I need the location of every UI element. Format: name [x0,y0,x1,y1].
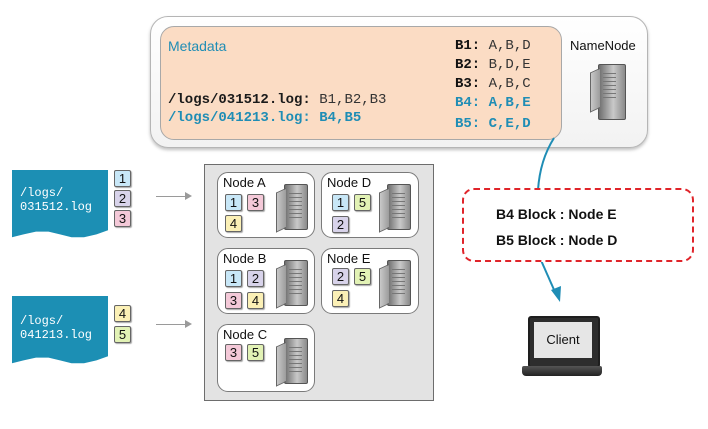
block-badge: 2 [332,268,349,285]
file-path: /logs/031512.log: [168,92,311,108]
file-blocks: B4,B5 [319,110,362,126]
namenode-response [462,188,694,262]
block-badge: 1 [225,194,242,211]
datanode-name: Node E [327,251,371,266]
block-badge: 4 [225,215,242,232]
server-icon [284,260,308,306]
laptop-base [522,366,602,376]
namenode-label: NameNode [570,38,636,53]
block-nodes: A,B,D [488,38,531,54]
arrow-head-icon [185,320,192,328]
block-id: B2: [455,57,481,73]
response-line: B4 Block : Node E [496,206,617,222]
metadata-title: Metadata [168,38,227,54]
block-nodes: A,B,E [488,95,531,111]
namenode-server-icon [598,64,626,120]
metadata-file-entry: /logs/041213.log: B4,B5 [168,110,361,126]
block-badge: 5 [114,326,131,343]
block-badge: 5 [354,194,371,211]
block-badge: 3 [225,344,242,361]
block-badge: 2 [247,270,264,287]
arrow-line [156,196,186,197]
block-badge: 1 [114,170,131,187]
namenode-response-line [537,137,555,191]
datanode-name: Node B [223,251,267,266]
arrow-line [156,324,186,325]
client-label: Client [534,322,592,358]
block-map-row: B4: A,B,E [455,95,531,111]
block-id: B5: [455,116,481,132]
block-nodes: B,D,E [488,57,531,73]
file-label: /logs/ 041213.log [20,314,93,342]
metadata-panel [160,26,562,140]
block-badge: 3 [247,194,264,211]
block-map-row: B1: A,B,D [455,38,531,54]
block-id: B3: [455,76,481,92]
datanode-name: Node A [223,175,266,190]
server-icon [387,184,411,230]
block-badge: 4 [114,305,131,322]
block-badge: 3 [225,292,242,309]
block-id: B4: [455,95,481,111]
block-id: B1: [455,38,481,54]
block-map-row: B2: B,D,E [455,57,531,73]
block-badge: 4 [247,292,264,309]
server-icon [387,260,411,306]
server-icon [284,184,308,230]
block-badge: 4 [332,290,349,307]
block-nodes: C,E,D [488,116,531,132]
arrow-head-icon [185,192,192,200]
block-map-row: B5: C,E,D [455,116,531,132]
response-line: B5 Block : Node D [496,232,618,248]
block-nodes: A,B,C [488,76,531,92]
block-badge: 2 [114,190,131,207]
response-client-line [539,257,556,293]
block-badge: 5 [354,268,371,285]
block-badge: 3 [114,210,131,227]
block-badge: 5 [247,344,264,361]
block-map-row: B3: A,B,C [455,76,531,92]
block-badge: 1 [225,270,242,287]
datanode-name: Node C [223,327,268,342]
server-icon [284,338,308,384]
file-icon [12,170,108,238]
block-badge: 2 [332,216,349,233]
file-path: /logs/041213.log: [168,110,311,126]
block-badge: 1 [332,194,349,211]
file-label: /logs/ 031512.log [20,186,93,214]
file-blocks: B1,B2,B3 [319,92,387,108]
metadata-file-entry: /logs/031512.log: B1,B2,B3 [168,92,386,108]
client-arrow-head [551,286,561,302]
datanode-name: Node D [327,175,372,190]
file-icon [12,296,108,364]
